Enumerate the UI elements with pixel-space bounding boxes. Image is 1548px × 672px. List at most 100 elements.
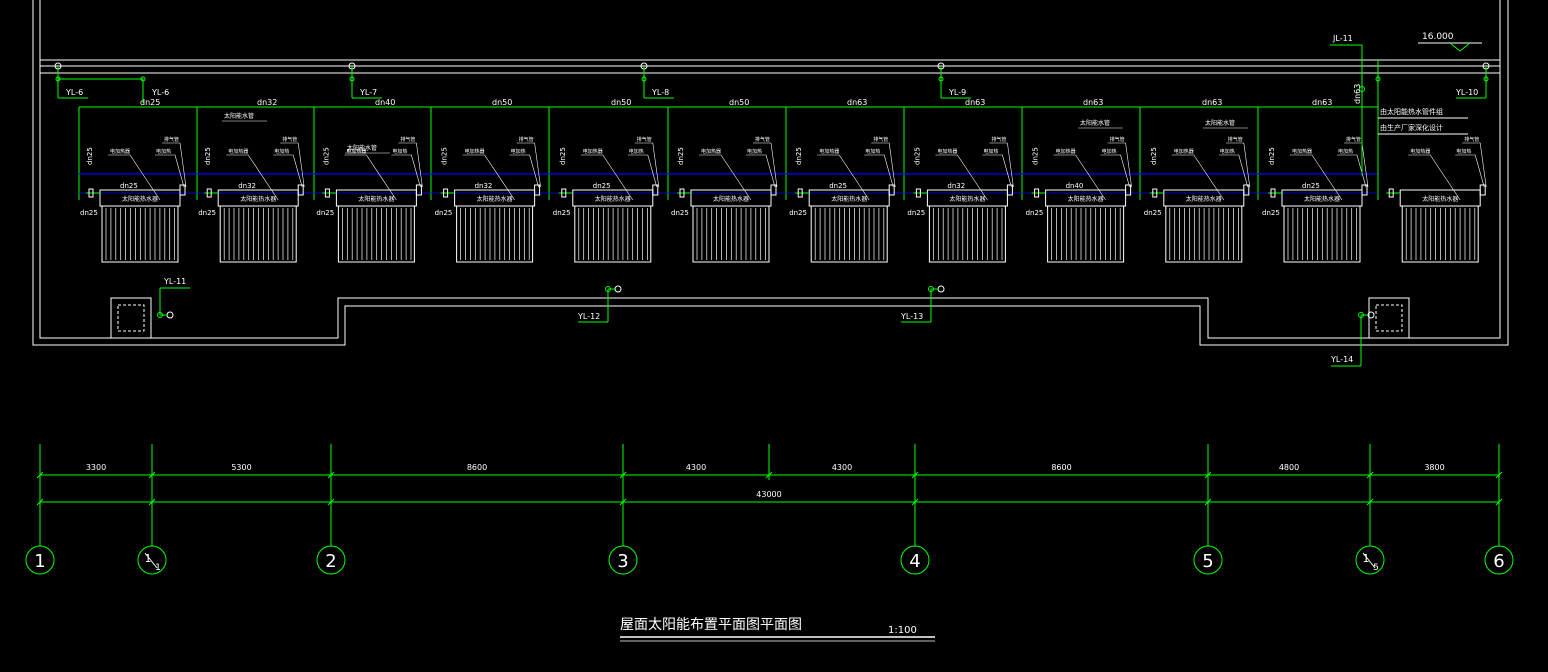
callout-text: 排气管 <box>400 136 415 143</box>
callout-leader <box>746 154 776 188</box>
panel-mid-size: dn25 <box>829 182 847 190</box>
callout-text: 排气管 <box>1346 136 1361 143</box>
yl6-node <box>140 76 146 82</box>
callout-text: 电加热 <box>1338 148 1353 155</box>
callout-leader <box>1408 154 1461 201</box>
panel-tubes-frame <box>101 205 179 263</box>
callout-leader <box>162 142 187 188</box>
axis-bubble <box>608 545 638 575</box>
panel-mid-size: dn25 <box>120 182 138 190</box>
callout-leader <box>1100 154 1130 188</box>
axis-bubble <box>137 545 167 575</box>
shaft-right <box>1368 297 1410 339</box>
panel-riser-size: dn25 <box>322 147 330 165</box>
axis-label-sub: 1 <box>155 563 161 573</box>
main-pipe-size: dn63 <box>847 98 867 107</box>
panel-outlet <box>297 184 304 196</box>
callout-text: 电加热器 <box>110 148 130 155</box>
segment-dimension: 4800 <box>1279 463 1299 472</box>
segment-dimension: 3300 <box>86 463 106 472</box>
panel-branch-size: dn25 <box>907 209 925 217</box>
panel-mid-size: dn25 <box>1302 182 1320 190</box>
riser-label: YL-9 <box>948 88 966 97</box>
panel-mid-size: dn32 <box>238 182 256 190</box>
panel-label: 太阳能热水器 <box>477 195 513 203</box>
riser-node <box>349 76 355 82</box>
panel-valve <box>915 188 921 198</box>
panel-riser-size: dn25 <box>559 147 567 165</box>
callout-text: 电加热器 <box>701 148 721 155</box>
callout-text: 电加热 <box>1456 148 1471 155</box>
callout-text: 电加热 <box>274 148 289 155</box>
panel-label: 太阳能热水器 <box>1068 195 1104 203</box>
panel-valve <box>561 188 567 198</box>
segment-dimension: 8600 <box>1051 463 1071 472</box>
solar-panel-unit: 太阳能热水器dn25dn25dn25电加热器电加热排气管 <box>80 136 187 263</box>
drawing-title: 屋面太阳能布置平面图平面图 <box>620 617 802 633</box>
panel-label: 太阳能热水器 <box>1304 195 1340 203</box>
axis-tick <box>327 498 335 506</box>
panel-branch-size: dn25 <box>198 209 216 217</box>
panel-outlet <box>415 184 422 196</box>
callout-text: 电加热器 <box>228 148 248 155</box>
panel-outlet <box>770 184 777 196</box>
main-pipe-size: dn40 <box>375 98 395 107</box>
callout-text: 电加热 <box>983 148 998 155</box>
panel-outlet <box>1361 184 1368 196</box>
riser-node <box>1483 76 1489 82</box>
panel-outlet <box>1125 184 1132 196</box>
axis-bubble <box>316 545 346 575</box>
callout-leader <box>1337 154 1367 188</box>
panel-label: 太阳能热水器 <box>713 195 749 203</box>
main-pipe-size: dn63 <box>1312 98 1332 107</box>
callout-leader <box>753 142 778 188</box>
solar-panel-unit: 太阳能热水器dn25dn25dn25电加热器电加热排气管 <box>789 136 896 263</box>
callout-text: 排气管 <box>991 136 1006 143</box>
notes: 由太阳能热水管件组 由生产厂家深化设计 <box>1378 107 1468 135</box>
panel-label: 太阳能热水器 <box>358 195 394 203</box>
callout-leader <box>1290 154 1343 201</box>
riser-label: YL-10 <box>1455 88 1478 97</box>
main-pipe-size: dn25 <box>140 98 160 107</box>
panel-tubes-frame <box>1047 205 1125 263</box>
callout-text: 排气管 <box>1464 136 1479 143</box>
panel-riser-size: dn25 <box>677 147 685 165</box>
main-pipe-size: dn32 <box>257 98 277 107</box>
callout-leader <box>1225 142 1251 188</box>
panel-branch-size: dn25 <box>671 209 689 217</box>
callout-leader <box>699 154 752 201</box>
callout-text: 排气管 <box>164 136 179 143</box>
solar-panel-unit: 太阳能热水器电加热器电加热排气管 <box>1386 136 1487 263</box>
axis-label-main: 1 <box>145 552 152 565</box>
callout-leader <box>1171 154 1225 201</box>
riser-node <box>938 76 944 82</box>
panel-branch-size: dn25 <box>316 209 334 217</box>
segment-dimension: 5300 <box>231 463 251 472</box>
dimension-tick <box>765 471 773 479</box>
main-pipe-size: dn63 <box>1083 98 1103 107</box>
panel-riser-size: dn25 <box>86 147 94 165</box>
panel-mid-size: dn40 <box>1066 182 1084 190</box>
jl11-label: JL-11 <box>1332 34 1353 43</box>
callout-text: 电加热器 <box>1292 148 1312 155</box>
panel-label: 太阳能热水器 <box>1186 195 1222 203</box>
yl6-connection <box>58 78 144 103</box>
main-pipe-size: dn50 <box>611 98 631 107</box>
lower-riser-label: YL-13 <box>900 312 923 321</box>
callout-leader <box>516 142 541 188</box>
axis-label: 1 <box>34 551 45 572</box>
panel-label: 太阳能热水器 <box>831 195 867 203</box>
axis-label: 6 <box>1493 551 1504 572</box>
panel-tubes-frame <box>1165 205 1243 263</box>
solar-panel-unit: 太阳能热水器dn25dn25dn32电加热器电加热排气管 <box>198 136 305 263</box>
lower-riser-label: YL-12 <box>577 312 600 321</box>
callout-text: 太阳能水管 <box>347 144 377 152</box>
panel-tubes-frame <box>928 205 1006 263</box>
